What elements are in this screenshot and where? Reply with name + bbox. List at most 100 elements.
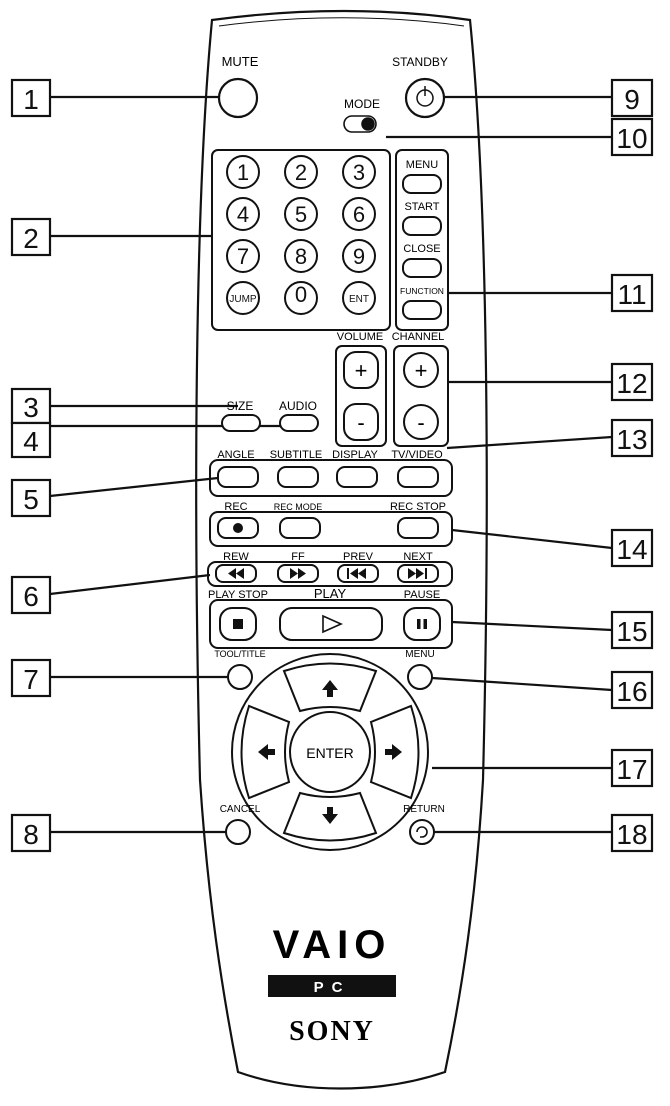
function-button[interactable] [402,300,442,320]
tool-title-button[interactable] [227,664,253,690]
subtitle-label: SUBTITLE [270,449,323,461]
play-label: PLAY [314,586,347,601]
digit-4-button[interactable] [226,197,260,231]
remote-body-inner [218,17,465,27]
digit-7-label: 7 [237,244,249,269]
rec-row-frame [209,511,453,547]
pc-badge [268,975,396,997]
digit-6-button[interactable] [342,197,376,231]
audio-label: AUDIO [279,399,317,413]
prev-label: PREV [343,551,374,563]
display-label: DISPLAY [332,449,378,461]
return-button[interactable] [409,819,435,845]
function-label: FUNCTION [400,286,444,296]
cancel-button[interactable] [225,819,251,845]
pause-button[interactable] [403,607,441,641]
arrow-down-icon [322,807,338,824]
stop-icon [233,619,243,629]
pause-icon [417,619,427,629]
digit-9-label: 9 [353,244,365,269]
digit-5-button[interactable] [284,197,318,231]
digit-8-button[interactable] [284,239,318,273]
dpad-outer-ring [231,653,429,851]
rew-label: REW [223,551,249,563]
jump-button[interactable] [226,281,260,315]
dvd-menu-button[interactable] [407,664,433,690]
callout-3: 3 [23,392,39,423]
play-icon [322,614,343,634]
remote-body [195,9,488,1090]
standby-label: STANDBY [392,55,448,69]
menu-button[interactable] [402,174,442,194]
angle-row-frame [209,459,453,497]
callout-8: 8 [23,819,39,850]
volume-plus: + [355,358,368,383]
start-button[interactable] [402,216,442,236]
digit-1-label: 1 [237,160,249,185]
mode-label: MODE [344,97,380,111]
callout-14: 14 [616,534,647,565]
mute-button[interactable] [217,77,259,119]
play-row-frame [209,599,453,649]
rec-stop-label: REC STOP [390,501,446,513]
callout-13: 13 [616,424,647,455]
size-button[interactable] [221,414,261,432]
callout-10: 10 [616,123,647,154]
pause-label: PAUSE [404,589,440,601]
angle-button[interactable] [217,466,259,488]
volume-up-button[interactable] [343,351,379,389]
next-icon [408,568,427,579]
arrow-left-icon [258,744,275,760]
digit-1-button[interactable] [226,155,260,189]
arrow-right-icon [385,744,402,760]
ff-label: FF [291,551,305,563]
digit-7-button[interactable] [226,239,260,273]
rec-stop-button[interactable] [397,517,439,539]
volume-minus: - [357,410,364,435]
rec-label: REC [224,501,247,513]
tv-video-label: TV/VIDEO [391,449,443,461]
digit-9-button[interactable] [342,239,376,273]
function-frame [395,149,449,331]
rec-mode-label: REC MODE [274,502,323,512]
dvd-menu-label: MENU [405,649,434,660]
close-label: CLOSE [403,243,440,255]
channel-minus: - [417,410,424,435]
arrow-up-icon [322,680,338,697]
rec-mode-button[interactable] [279,517,321,539]
tv-video-button[interactable] [397,466,439,488]
close-button[interactable] [402,258,442,278]
display-button[interactable] [336,466,378,488]
callout-4: 4 [23,426,39,457]
digit-2-button[interactable] [284,155,318,189]
digit-0-button[interactable] [284,281,318,315]
channel-down-button[interactable] [403,404,439,440]
sony-logo: SONY [289,1016,375,1047]
vaio-logo: VAIO [273,923,392,967]
digit-2-label: 2 [295,160,307,185]
audio-button[interactable] [279,414,319,432]
digit-4-label: 4 [237,202,249,227]
return-arrow-icon [416,826,428,838]
digit-8-label: 8 [295,244,307,269]
callout-6: 6 [23,581,39,612]
ent-button[interactable] [342,281,376,315]
cancel-label: CANCEL [220,804,261,815]
digit-3-button[interactable] [342,155,376,189]
digit-5-label: 5 [295,202,307,227]
digit-3-label: 3 [353,160,365,185]
channel-frame [393,345,449,447]
jump-label: JUMP [229,294,257,305]
callout-1: 1 [23,84,39,115]
enter-button[interactable] [289,711,371,793]
channel-up-button[interactable] [403,352,439,388]
subtitle-button[interactable] [277,466,319,488]
volume-label: VOLUME [337,331,383,343]
return-label: RETURN [403,804,445,815]
digit-6-label: 6 [353,202,365,227]
tool-title-label: TOOL/TITLE [214,649,265,659]
next-label: NEXT [403,551,433,563]
volume-down-button[interactable] [343,403,379,441]
